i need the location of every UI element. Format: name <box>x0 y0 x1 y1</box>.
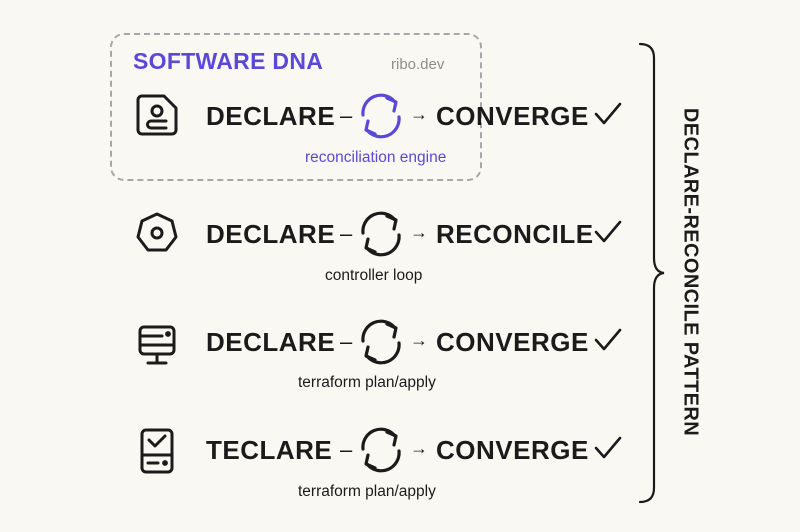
checkmark-icon <box>594 102 622 125</box>
cycle-arrows-icon <box>361 427 401 473</box>
cycle-arrows-icon <box>361 211 401 257</box>
cycle-arrows-icon <box>361 319 401 365</box>
server-monitor-icon <box>138 325 176 365</box>
caption: terraform plan/apply <box>298 483 436 500</box>
converge-label: CONVERGE <box>436 327 589 357</box>
converge-label: CONVERGE <box>436 101 589 131</box>
caption: reconciliation engine <box>305 149 447 166</box>
connector-arrow: → <box>410 438 428 458</box>
connector-arrow: → <box>410 222 428 242</box>
declare-label: DECLARE <box>206 101 336 131</box>
checkmark-icon <box>594 436 622 459</box>
connector-dash: – <box>340 221 353 246</box>
checkmark-icon <box>594 328 622 351</box>
connector-dash: – <box>340 329 353 354</box>
caption: controller loop <box>325 267 423 284</box>
heptagon-gear-icon <box>136 212 178 252</box>
highlight-box <box>110 33 482 181</box>
cycle-arrows-icon <box>361 93 401 139</box>
brand-title: SOFTWARE DNA <box>133 48 324 74</box>
server-check-icon <box>140 428 174 474</box>
converge-label: CONVERGE <box>436 435 589 465</box>
connector-arrow: → <box>410 330 428 350</box>
connector-arrow: → <box>410 104 428 124</box>
file-user-icon <box>136 94 178 136</box>
checkmark-icon <box>594 220 622 243</box>
declare-label: DECLARE <box>206 219 336 249</box>
pattern-side-label: DECLARE-RECONCILE PATTERN <box>679 107 702 437</box>
caption: terraform plan/apply <box>298 374 436 391</box>
reconcile-label: RECONCILE <box>436 219 594 249</box>
connector-dash: – <box>340 437 353 462</box>
site-label: ribo.dev <box>391 56 445 73</box>
teclare-label: TECLARE <box>206 435 333 465</box>
curly-brace <box>638 42 665 504</box>
connector-dash: – <box>340 103 353 128</box>
declare-label: DECLARE <box>206 327 336 357</box>
